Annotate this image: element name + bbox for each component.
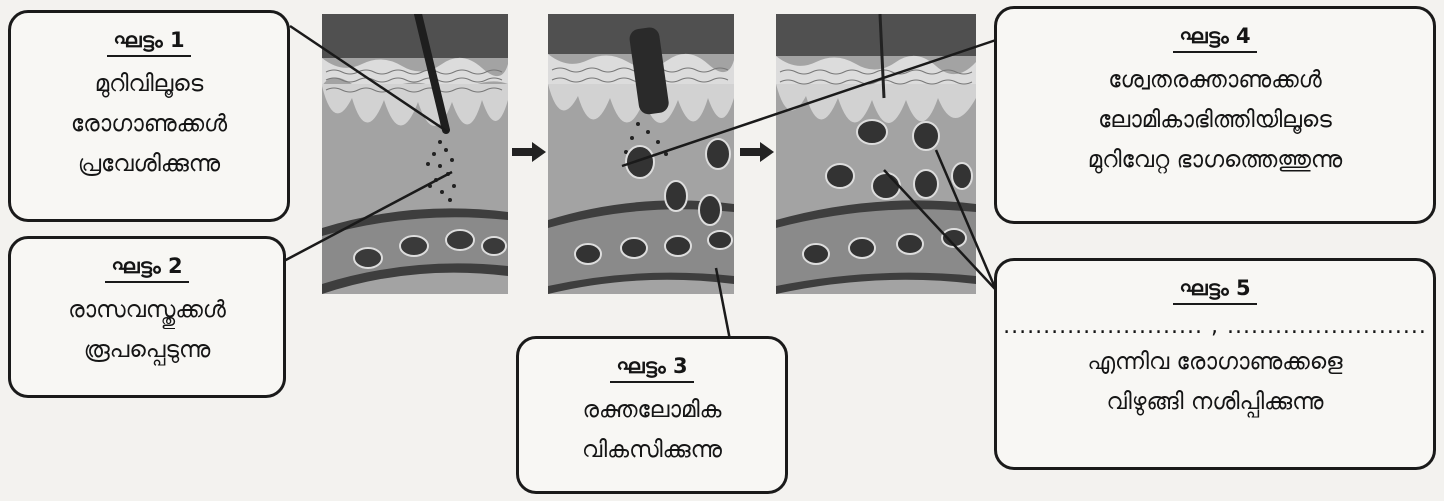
- stage-1-box: ഘട്ടം 1 മുറിവിലൂടെ രോഗാണുക്കൾ പ്രവേശിക്ക…: [8, 10, 290, 222]
- leader-line-stage-5a: [884, 170, 996, 290]
- stage-3-box: ഘട്ടം 3 രക്തലോമിക വികസിക്കുന്നു: [516, 336, 788, 494]
- stage-5-box: ഘട്ടം 5 ......................... , ....…: [994, 258, 1436, 470]
- stage-1-line-2: രോഗാണുക്കൾ: [11, 104, 287, 144]
- stage-4-box: ഘട്ടം 4 ശ്വേതരക്താണുക്കൾ ലോമികാഭിത്തിയില…: [994, 6, 1436, 224]
- leader-line-stage-4: [622, 40, 996, 166]
- stage-4-line-1: ശ്വേതരക്താണുക്കൾ: [997, 60, 1433, 100]
- leader-line-stage-1: [290, 26, 448, 132]
- stage-3-heading: ഘട്ടം 3: [610, 353, 693, 383]
- leader-line-stage-3: [716, 268, 730, 340]
- stage-5-line-1: എന്നിവ രോഗാണുക്കളെ: [997, 342, 1433, 382]
- stage-1-line-1: മുറിവിലൂടെ: [11, 64, 287, 104]
- stage-5-fill-in-blanks: ......................... , ............…: [997, 312, 1433, 342]
- stage-2-box: ഘട്ടം 2 രാസവസ്തുക്കൾ രൂപപ്പെടുന്നു: [8, 236, 286, 398]
- stage-2-line-2: രൂപപ്പെടുന്നു: [11, 330, 283, 370]
- stage-1-line-3: പ്രവേശിക്കുന്നു: [11, 144, 287, 184]
- stage-2-heading: ഘട്ടം 2: [105, 253, 188, 283]
- stage-1-heading: ഘട്ടം 1: [107, 27, 190, 57]
- stage-4-line-2: ലോമികാഭിത്തിയിലൂടെ: [997, 100, 1433, 140]
- stage-5-line-2: വിഴുങ്ങി നശിപ്പിക്കുന്നു: [997, 382, 1433, 422]
- stage-3-line-1: രക്തലോമിക: [519, 390, 785, 430]
- stage-2-line-1: രാസവസ്തുക്കൾ: [11, 290, 283, 330]
- stage-4-heading: ഘട്ടം 4: [1173, 23, 1256, 53]
- leader-line-stage-2: [282, 172, 452, 262]
- stage-4-line-3: മുറിവേറ്റ ഭാഗത്തെത്തുന്നു: [997, 140, 1433, 180]
- stage-5-heading: ഘട്ടം 5: [1173, 275, 1256, 305]
- leader-line-stage-5b: [936, 150, 996, 290]
- stage-3-line-2: വികസിക്കുന്നു: [519, 430, 785, 470]
